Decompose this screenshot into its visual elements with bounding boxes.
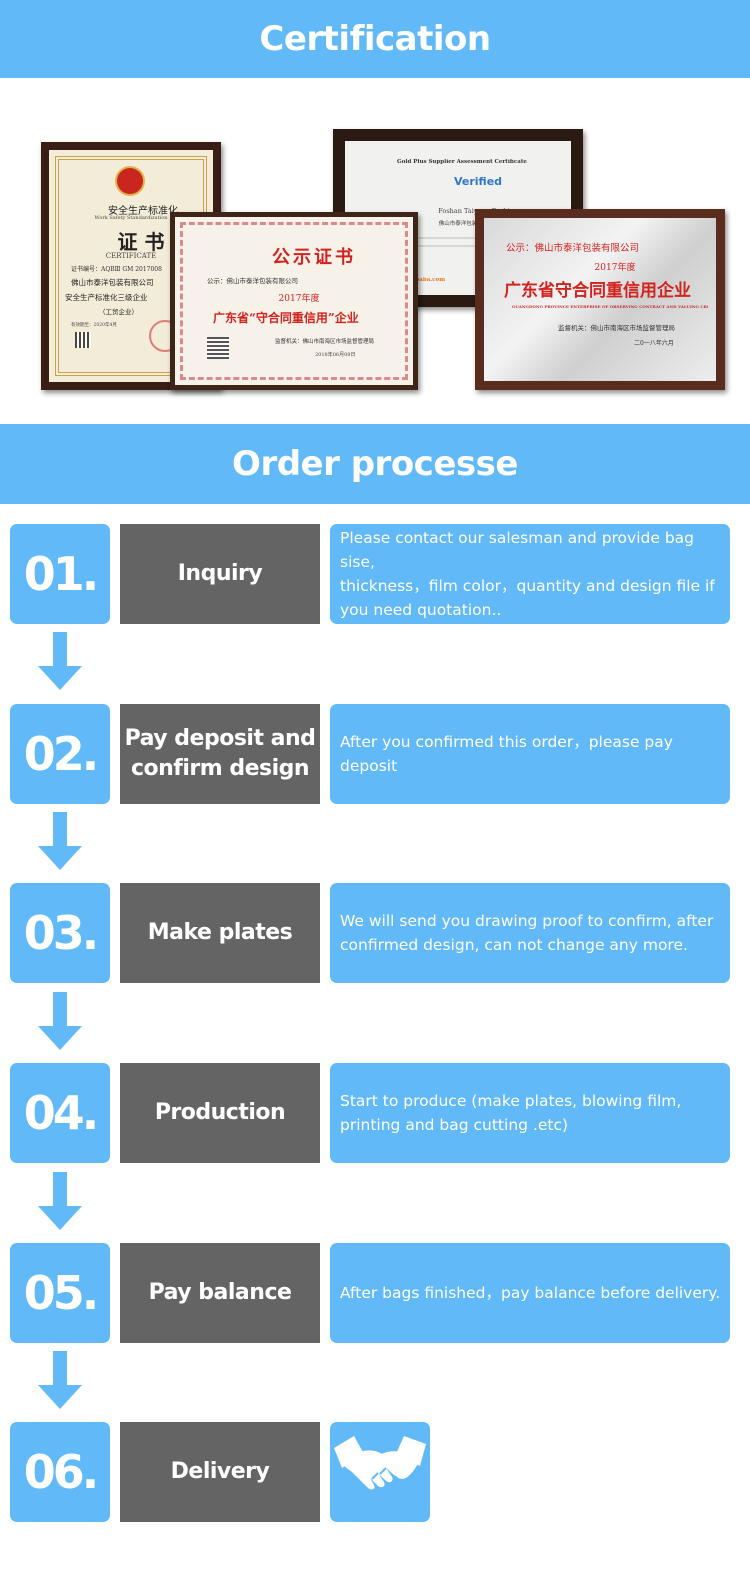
- step-title-line: Pay balance: [148, 1280, 292, 1305]
- step-title: Pay deposit and confirm design: [120, 704, 320, 804]
- step-number: 05.: [10, 1243, 110, 1343]
- cert-safety-line6: 佛山市泰洋包装有限公司: [71, 278, 154, 287]
- step-title-line: Delivery: [170, 1459, 270, 1484]
- qr-code-icon: [207, 337, 229, 359]
- step-description-line: We will send you drawing proof to confir…: [340, 912, 714, 930]
- down-arrow-icon: [38, 812, 82, 870]
- cert-notice-line6: 2018年06月08日: [315, 352, 356, 358]
- handshake-icon-tile: [330, 1422, 430, 1522]
- cert-safety-line1: 安全生产标准化: [108, 206, 178, 217]
- down-arrow-icon: [38, 632, 82, 690]
- down-arrow-icon: [38, 992, 82, 1050]
- cert-safety-line7: 安全生产标准化三级企业: [65, 293, 148, 302]
- certification-banner: Certification: [0, 0, 750, 78]
- cert-notice-line3: 2017年度: [278, 294, 320, 304]
- step-number: 01.: [10, 524, 110, 624]
- step-description-line: confirmed design, can not change any mor…: [340, 936, 688, 954]
- step-description-line: Start to produce (make plates, blowing f…: [340, 1092, 682, 1110]
- order-process-banner: Order processe: [0, 424, 750, 504]
- step-description-line: printing and bag cutting .etc): [340, 1116, 569, 1134]
- cert-notice-line1: 公示证书: [272, 247, 356, 268]
- cert-notice-line2: 公示：佛山市泰洋包装有限公司: [207, 277, 298, 285]
- cert-credit-line2: 2017年度: [594, 263, 636, 273]
- cert-safety-line5: 证书编号：AQBⅢ GM 2017008: [71, 266, 162, 273]
- step-title-line: Make plates: [147, 920, 293, 945]
- cert-notice-line4: 广东省“守合同重信用”企业: [213, 311, 359, 325]
- certificate-public-notice: 公示证书 公示：佛山市泰洋包装有限公司 2017年度 广东省“守合同重信用”企业…: [170, 212, 418, 390]
- handshake-icon: [334, 1436, 426, 1490]
- cert-safety-line8: （工贸企业）: [99, 308, 138, 316]
- cert-credit-line5: 监督机关：佛山市南海区市场监督管理局: [558, 324, 675, 332]
- step-description-line: you need quotation..: [340, 601, 502, 619]
- step-title-line: Pay deposit and: [124, 726, 316, 751]
- step-description: We will send you drawing proof to confir…: [330, 883, 730, 983]
- step-title-line: Production: [154, 1100, 286, 1125]
- certification-title: Certification: [259, 19, 491, 59]
- cert-safety-line9: 有效期至：2020年4月: [71, 323, 117, 328]
- cert-gold-line4: 佛山市泰洋包装有限公司: [438, 221, 500, 227]
- cert-notice-line5: 监督机关：佛山市南海区市场监督管理局: [275, 339, 375, 345]
- step-title: Production: [120, 1063, 320, 1163]
- cert-safety-line3: 证 书: [117, 230, 165, 254]
- step-number: 06.: [10, 1422, 110, 1522]
- down-arrow-icon: [38, 1172, 82, 1230]
- step-title: Delivery: [120, 1422, 320, 1522]
- step-number: 02.: [10, 704, 110, 804]
- step-description: Please contact our salesman and provide …: [330, 524, 730, 624]
- step-number: 03.: [10, 883, 110, 983]
- step-number: 04.: [10, 1063, 110, 1163]
- step-title-line: confirm design: [130, 756, 310, 781]
- step-description-line: thickness，film color，quantity and design…: [340, 577, 715, 595]
- cert-gold-verified-logo: Verified: [453, 175, 503, 188]
- step-title: Make plates: [120, 883, 320, 983]
- down-arrow-icon: [38, 1351, 82, 1409]
- order-process-title: Order processe: [232, 444, 518, 484]
- step-description-line: After bags finished，pay balance before d…: [340, 1284, 721, 1302]
- seal-emblem-icon: [117, 168, 143, 194]
- step-description-line: After you confirmed this order，please pa…: [340, 733, 673, 751]
- cert-safety-line4: CERTIFICATE: [105, 252, 157, 260]
- step-description-line: Please contact our salesman and provide …: [340, 529, 695, 571]
- step-description: Start to produce (make plates, blowing f…: [330, 1063, 730, 1163]
- step-description: After you confirmed this order，please pa…: [330, 704, 730, 804]
- cert-credit-line3: 广东省守合同重信用企业: [504, 281, 691, 301]
- step-title-line: Inquiry: [177, 561, 263, 586]
- step-description: After bags finished，pay balance before d…: [330, 1243, 730, 1343]
- cert-credit-line4: GUANGDONG PROVINCE ENTERPRISE OF OBSERVI…: [512, 304, 708, 309]
- cert-credit-line6: 二0一八年六月: [634, 340, 674, 347]
- cert-gold-line5: Alibaba.com: [407, 277, 446, 283]
- qr-code-icon: [75, 332, 91, 348]
- step-title: Inquiry: [120, 524, 320, 624]
- step-description-line: deposit: [340, 757, 398, 775]
- certificate-credit: 公示：佛山市泰洋包装有限公司 2017年度 广东省守合同重信用企业 GUANGD…: [475, 209, 725, 390]
- cert-credit-line1: 公示：佛山市泰洋包装有限公司: [506, 243, 640, 254]
- cert-gold-line1: Gold Plus Supplier Assessment Certificat…: [397, 159, 527, 165]
- step-title: Pay balance: [120, 1243, 320, 1343]
- cert-safety-line2: Work Safety Standardization: [94, 215, 168, 221]
